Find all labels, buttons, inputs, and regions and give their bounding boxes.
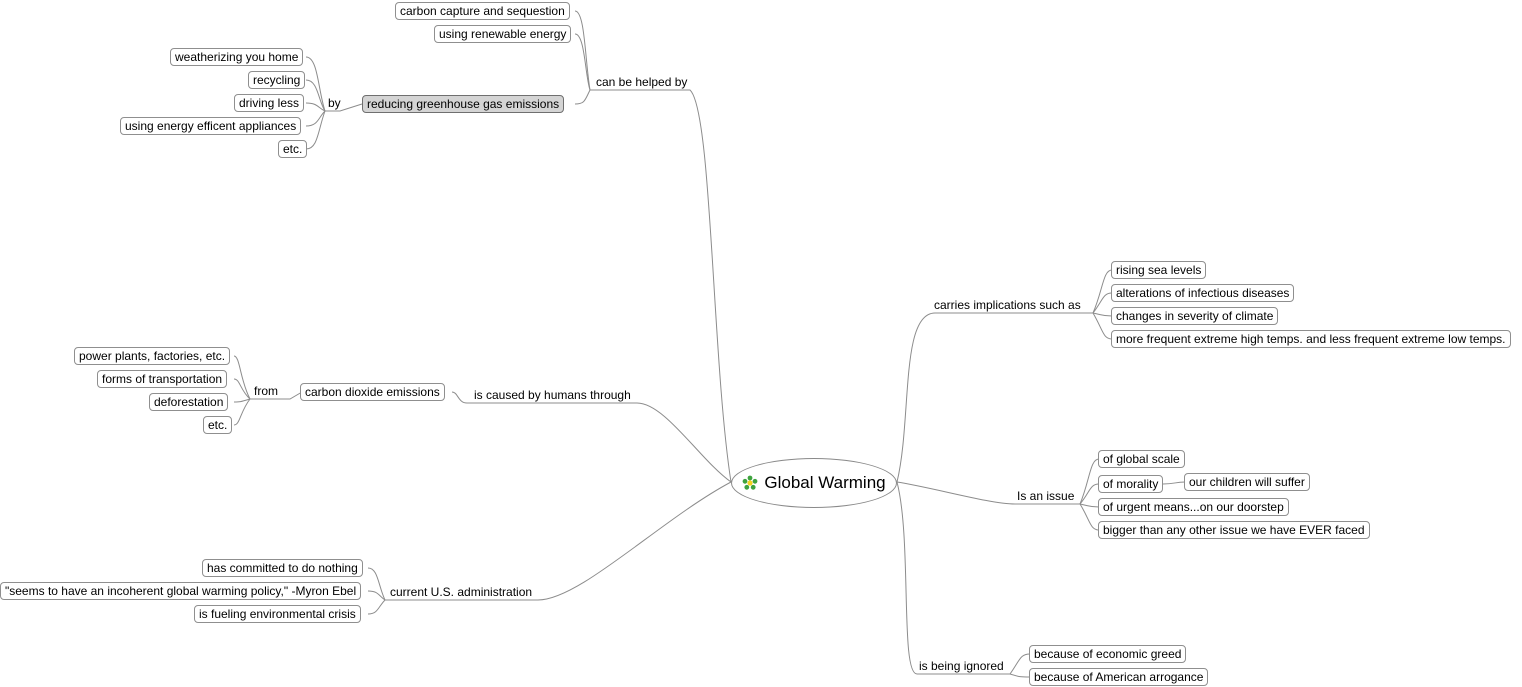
node-children-suffer[interactable]: our children will suffer bbox=[1184, 473, 1310, 491]
label-is-being-ignored[interactable]: is being ignored bbox=[919, 659, 1004, 673]
node-from-power-plants[interactable]: power plants, factories, etc. bbox=[74, 347, 231, 365]
node-by-driving-less[interactable]: driving less bbox=[234, 94, 305, 112]
label-is-an-issue[interactable]: Is an issue bbox=[1017, 489, 1075, 503]
link-is-caused bbox=[467, 402, 732, 483]
node-renewable-energy[interactable]: using renewable energy bbox=[434, 25, 572, 43]
node-extreme-temps[interactable]: more frequent extreme high temps. and le… bbox=[1111, 330, 1511, 348]
label-carries-implications[interactable]: carries implications such as bbox=[934, 298, 1081, 312]
label-is-caused-by[interactable]: is caused by humans through bbox=[474, 388, 631, 402]
label-can-be-helped-by[interactable]: can be helped by bbox=[596, 75, 688, 89]
node-bigger-issue[interactable]: bigger than any other issue we have EVER… bbox=[1098, 521, 1370, 539]
node-admin-incoherent[interactable]: "seems to have an incoherent global warm… bbox=[0, 582, 362, 600]
node-infectious-diseases[interactable]: alterations of infectious diseases bbox=[1111, 284, 1295, 302]
link-is-issue bbox=[896, 481, 1080, 505]
node-admin-fueling[interactable]: is fueling environmental crisis bbox=[194, 605, 361, 623]
node-from-etc[interactable]: etc. bbox=[203, 416, 233, 434]
green-flower-icon bbox=[742, 475, 758, 490]
node-co2-emissions[interactable]: carbon dioxide emissions bbox=[300, 383, 445, 401]
label-current-administration[interactable]: current U.S. administration bbox=[390, 585, 533, 599]
label-by[interactable]: by bbox=[328, 96, 341, 110]
node-urgent-means[interactable]: of urgent means...on our doorstep bbox=[1098, 498, 1289, 516]
node-by-recycling[interactable]: recycling bbox=[248, 71, 306, 89]
node-by-appliances[interactable]: using energy efficent appliances bbox=[120, 117, 302, 135]
link-can-be-helped bbox=[590, 89, 732, 483]
node-sea-levels[interactable]: rising sea levels bbox=[1111, 261, 1207, 279]
central-topic-title: Global Warming bbox=[764, 473, 886, 492]
central-topic[interactable]: Global Warming bbox=[731, 458, 897, 508]
node-carbon-capture[interactable]: carbon capture and sequestion bbox=[395, 2, 570, 20]
node-from-transportation[interactable]: forms of transportation bbox=[97, 370, 228, 388]
link-ignored bbox=[896, 481, 1010, 675]
link-carries bbox=[896, 312, 1093, 483]
node-by-etc[interactable]: etc. bbox=[278, 140, 308, 158]
node-economic-greed[interactable]: because of economic greed bbox=[1029, 645, 1187, 663]
node-from-deforestation[interactable]: deforestation bbox=[149, 393, 229, 411]
node-global-scale[interactable]: of global scale bbox=[1098, 450, 1185, 468]
node-morality[interactable]: of morality bbox=[1098, 475, 1164, 493]
node-admin-nothing[interactable]: has committed to do nothing bbox=[202, 559, 363, 577]
node-by-weatherizing[interactable]: weatherizing you home bbox=[170, 48, 304, 66]
node-reducing-emissions[interactable]: reducing greenhouse gas emissions bbox=[362, 95, 565, 113]
label-from[interactable]: from bbox=[254, 384, 278, 398]
node-american-arrogance[interactable]: because of American arrogance bbox=[1029, 668, 1209, 686]
link-current-admin bbox=[385, 481, 732, 601]
node-severity-climate[interactable]: changes in severity of climate bbox=[1111, 307, 1279, 325]
